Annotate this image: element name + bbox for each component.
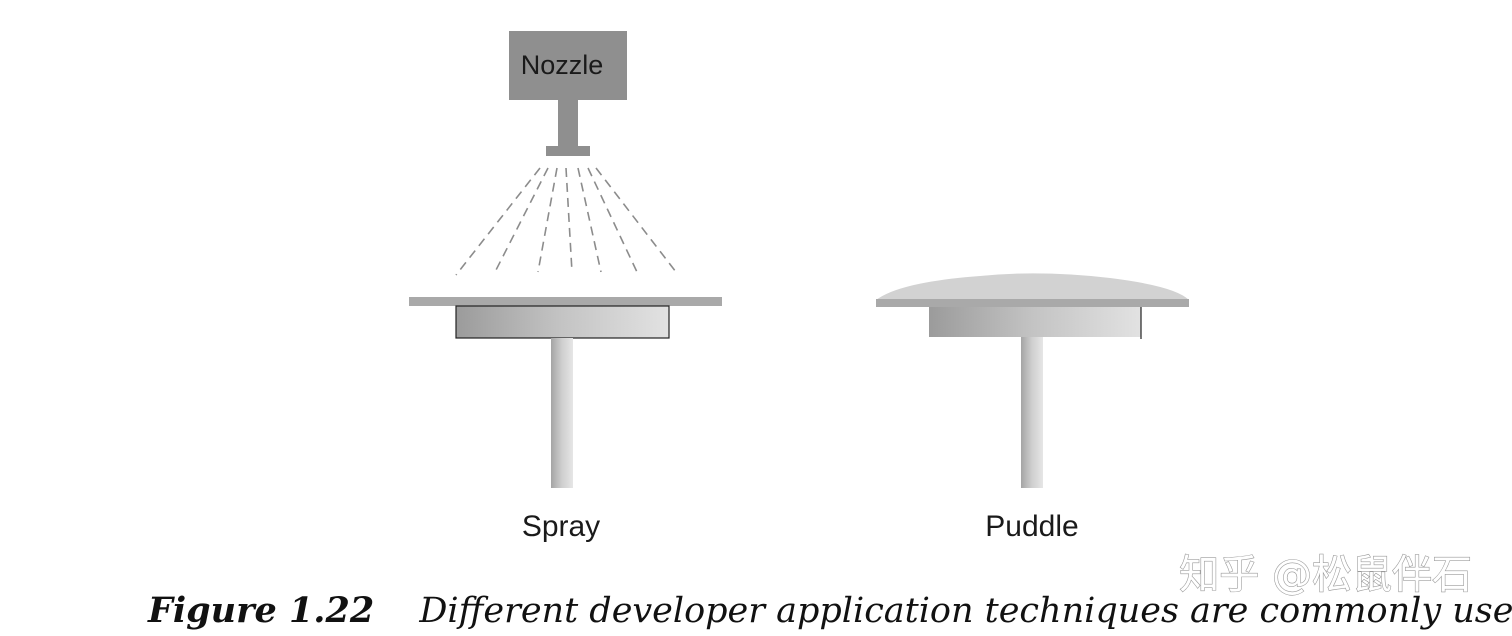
figure-caption: Figure 1.22 Different developer applicat… <box>147 590 1512 631</box>
figure-caption-text: Different developer application techniqu… <box>418 591 1512 631</box>
puddle-shaft <box>1021 337 1043 488</box>
spray-line <box>494 167 549 273</box>
puddle-chuck <box>929 307 1141 337</box>
spray-pattern <box>455 167 677 276</box>
figure-number: Figure 1.22 <box>147 590 374 631</box>
spray-wafer <box>409 297 722 306</box>
puddle-diagram: Puddle <box>876 273 1189 543</box>
spray-shaft <box>551 338 573 488</box>
watermark: 知乎 @松鼠伴石 <box>1179 552 1472 598</box>
nozzle-label: Nozzle <box>521 50 604 80</box>
spray-line <box>537 167 558 273</box>
nozzle-body <box>509 31 627 100</box>
developer-puddle <box>876 273 1189 300</box>
nozzle-stem <box>558 100 578 146</box>
spray-line <box>565 167 573 273</box>
spray-line <box>595 167 677 273</box>
nozzle: Nozzle <box>509 31 627 156</box>
puddle-label: Puddle <box>985 510 1078 543</box>
spray-chuck <box>455 305 670 339</box>
spray-diagram: Nozzle Spray <box>409 31 722 543</box>
spray-line <box>577 167 602 273</box>
spray-line <box>587 167 638 273</box>
puddle-wafer <box>876 299 1189 307</box>
spray-label: Spray <box>522 510 600 543</box>
spray-line <box>455 167 541 276</box>
nozzle-tip <box>546 146 590 156</box>
